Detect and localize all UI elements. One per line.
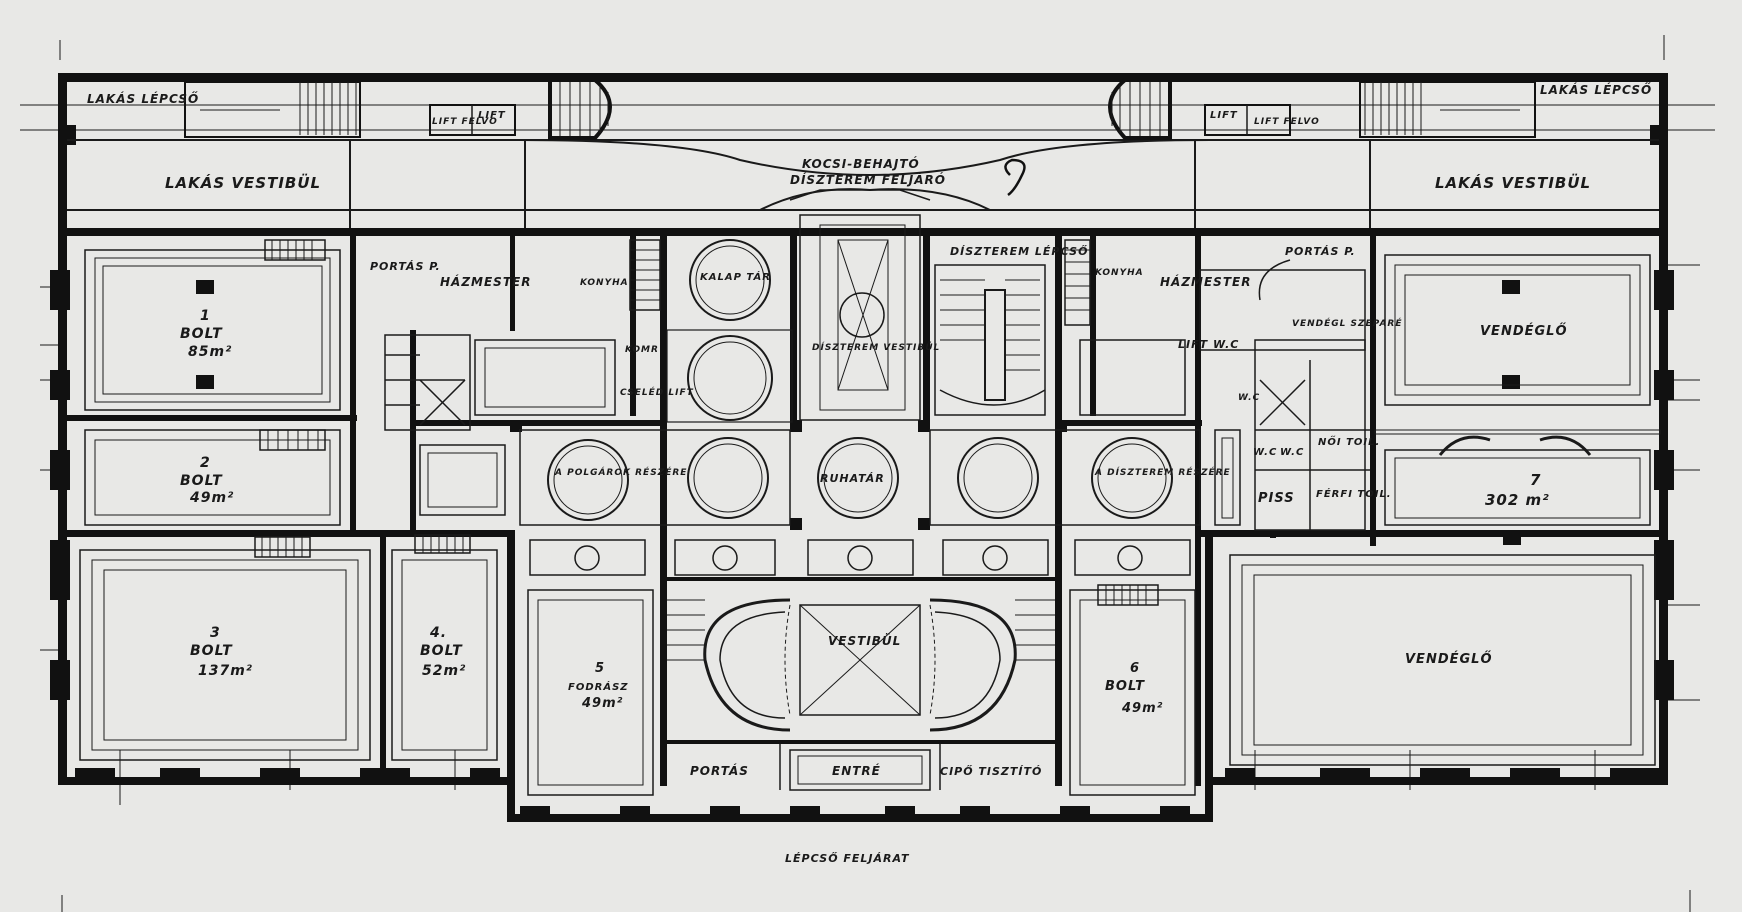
wc-block-right	[1199, 259, 1592, 531]
label-lift-felvo-left: LIFT FELVO	[432, 117, 498, 127]
stair-top-right	[1108, 78, 1536, 140]
frieze-row	[529, 539, 1191, 576]
facade-piers	[50, 125, 1674, 820]
label-bolt1-area: 85m²	[188, 344, 232, 360]
label-cipo-tisztito: CIPŐ TISZTÍTÓ	[940, 764, 1042, 778]
vestibule-diszterem	[789, 189, 931, 421]
label-lift-right: LIFT	[1210, 110, 1238, 121]
label-bolt2-num: 2	[200, 455, 211, 471]
label-room7-num: 7	[1530, 471, 1541, 489]
label-cseled-lift: CSELÉD LIFT	[620, 386, 694, 398]
label-hazmester-right: HÁZMESTER	[1160, 274, 1251, 289]
label-bolt2-name: BOLT	[180, 473, 223, 489]
label-lift-felvo-right: LIFT FELVO	[1254, 117, 1320, 127]
label-bolt4-name: BOLT	[420, 643, 463, 659]
room-frames	[79, 249, 1661, 796]
label-fodrasz-name: FODRÁSZ	[568, 680, 629, 693]
label-portas-p-right: PORTÁS P.	[1285, 245, 1356, 258]
label-lakas-lepcso-right: LAKÁS LÉPCSŐ	[1540, 82, 1652, 97]
label-entre: ENTRÉ	[832, 763, 881, 778]
label-ferfi-toil: FÉRFI TOIL.	[1316, 487, 1392, 500]
label-bolt6-num: 6	[1130, 661, 1140, 676]
label-bolt4-area: 52m²	[422, 663, 466, 679]
label-vendeglo-bottom: VENDÉGLŐ	[1405, 651, 1493, 667]
label-polgarok-reszere: A POLGÁROK RÉSZÉRE	[554, 466, 687, 478]
label-konyha-left: KONYHA	[580, 278, 629, 288]
labels: LAKÁS LÉPCSŐ LAKÁS LÉPCSŐ LIFT FELVO LIF…	[87, 82, 1652, 865]
label-diszterem-reszere: A DÍSZTEREM RÉSZÉRE	[1094, 466, 1231, 478]
ceiling-medallions	[519, 239, 1201, 526]
label-lakas-lepcso-left: LAKÁS LÉPCSŐ	[87, 91, 199, 106]
label-fodrasz-num: 5	[595, 661, 605, 676]
label-lift-left: LIFT	[478, 110, 506, 121]
label-konyha-right: KONYHA	[1095, 268, 1144, 278]
label-piss: PISS	[1258, 491, 1295, 506]
wc-cubicles-left	[384, 334, 471, 431]
label-bolt1-num: 1	[200, 308, 211, 324]
label-diszterem-lepcso: DÍSZTEREM LÉPCSŐ	[950, 244, 1088, 258]
label-diszterem-vestibul: DÍSZTEREM VESTIBÜL	[812, 341, 940, 353]
label-kocsi-behajto: KOCSI-BEHAJTÓ	[802, 156, 920, 171]
label-lift-wc: LIFT W.C	[1178, 338, 1239, 351]
label-kalap-tar: KALAP TÁR	[700, 270, 771, 283]
label-bolt3-num: 3	[210, 625, 221, 641]
diszterem-stair	[934, 264, 1046, 416]
top-corridor	[67, 139, 1659, 228]
label-wc: W.C	[1238, 393, 1260, 403]
monogram-ornament	[1004, 158, 1026, 197]
label-lepcso-feljarat: LÉPCSŐ FELJÁRAT	[785, 851, 910, 865]
label-vestibul: VESTIBÜL	[828, 633, 901, 648]
label-bolt2-area: 49m²	[189, 490, 234, 506]
label-bolt6-name: BOLT	[1105, 679, 1145, 694]
label-bolt6-area: 49m²	[1121, 701, 1163, 716]
label-hazmester-left: HÁZMESTER	[440, 274, 531, 289]
label-lakas-vestibul-right: LAKÁS VESTIBÜL	[1435, 173, 1591, 192]
stair-top-left	[184, 78, 612, 140]
small-stairs	[254, 239, 1159, 606]
label-bolt3-area: 137m²	[198, 663, 253, 679]
label-fodrasz-area: 49m²	[581, 696, 623, 711]
label-vendeglo-top: VENDÉGLŐ	[1480, 323, 1568, 339]
vestibule-central	[667, 598, 1055, 791]
label-vendegl-szepare: VENDÉGL SZEPARÉ	[1292, 317, 1403, 329]
label-bolt3-name: BOLT	[190, 643, 233, 659]
label-room7-area: 302 m²	[1485, 491, 1550, 509]
label-bolt4-num: 4.	[429, 625, 447, 641]
label-ruhatar: RUHATÁR	[820, 472, 885, 485]
label-komr: KOMR	[625, 345, 659, 355]
label-we2: W.C	[1280, 447, 1304, 458]
label-portas-bottom: PORTÁS	[690, 763, 749, 778]
column-marks	[196, 280, 1521, 545]
label-bolt1-name: BOLT	[180, 326, 223, 342]
label-we1: W.C	[1253, 447, 1277, 458]
label-portas-p-left: PORTÁS P.	[370, 260, 441, 273]
label-noi-toil: NŐI TOIL.	[1318, 434, 1380, 448]
label-diszterem-feljaro: DÍSZTEREM FELJÁRÓ	[790, 172, 946, 187]
label-lakas-vestibul-left: LAKÁS VESTIBÜL	[165, 173, 321, 192]
